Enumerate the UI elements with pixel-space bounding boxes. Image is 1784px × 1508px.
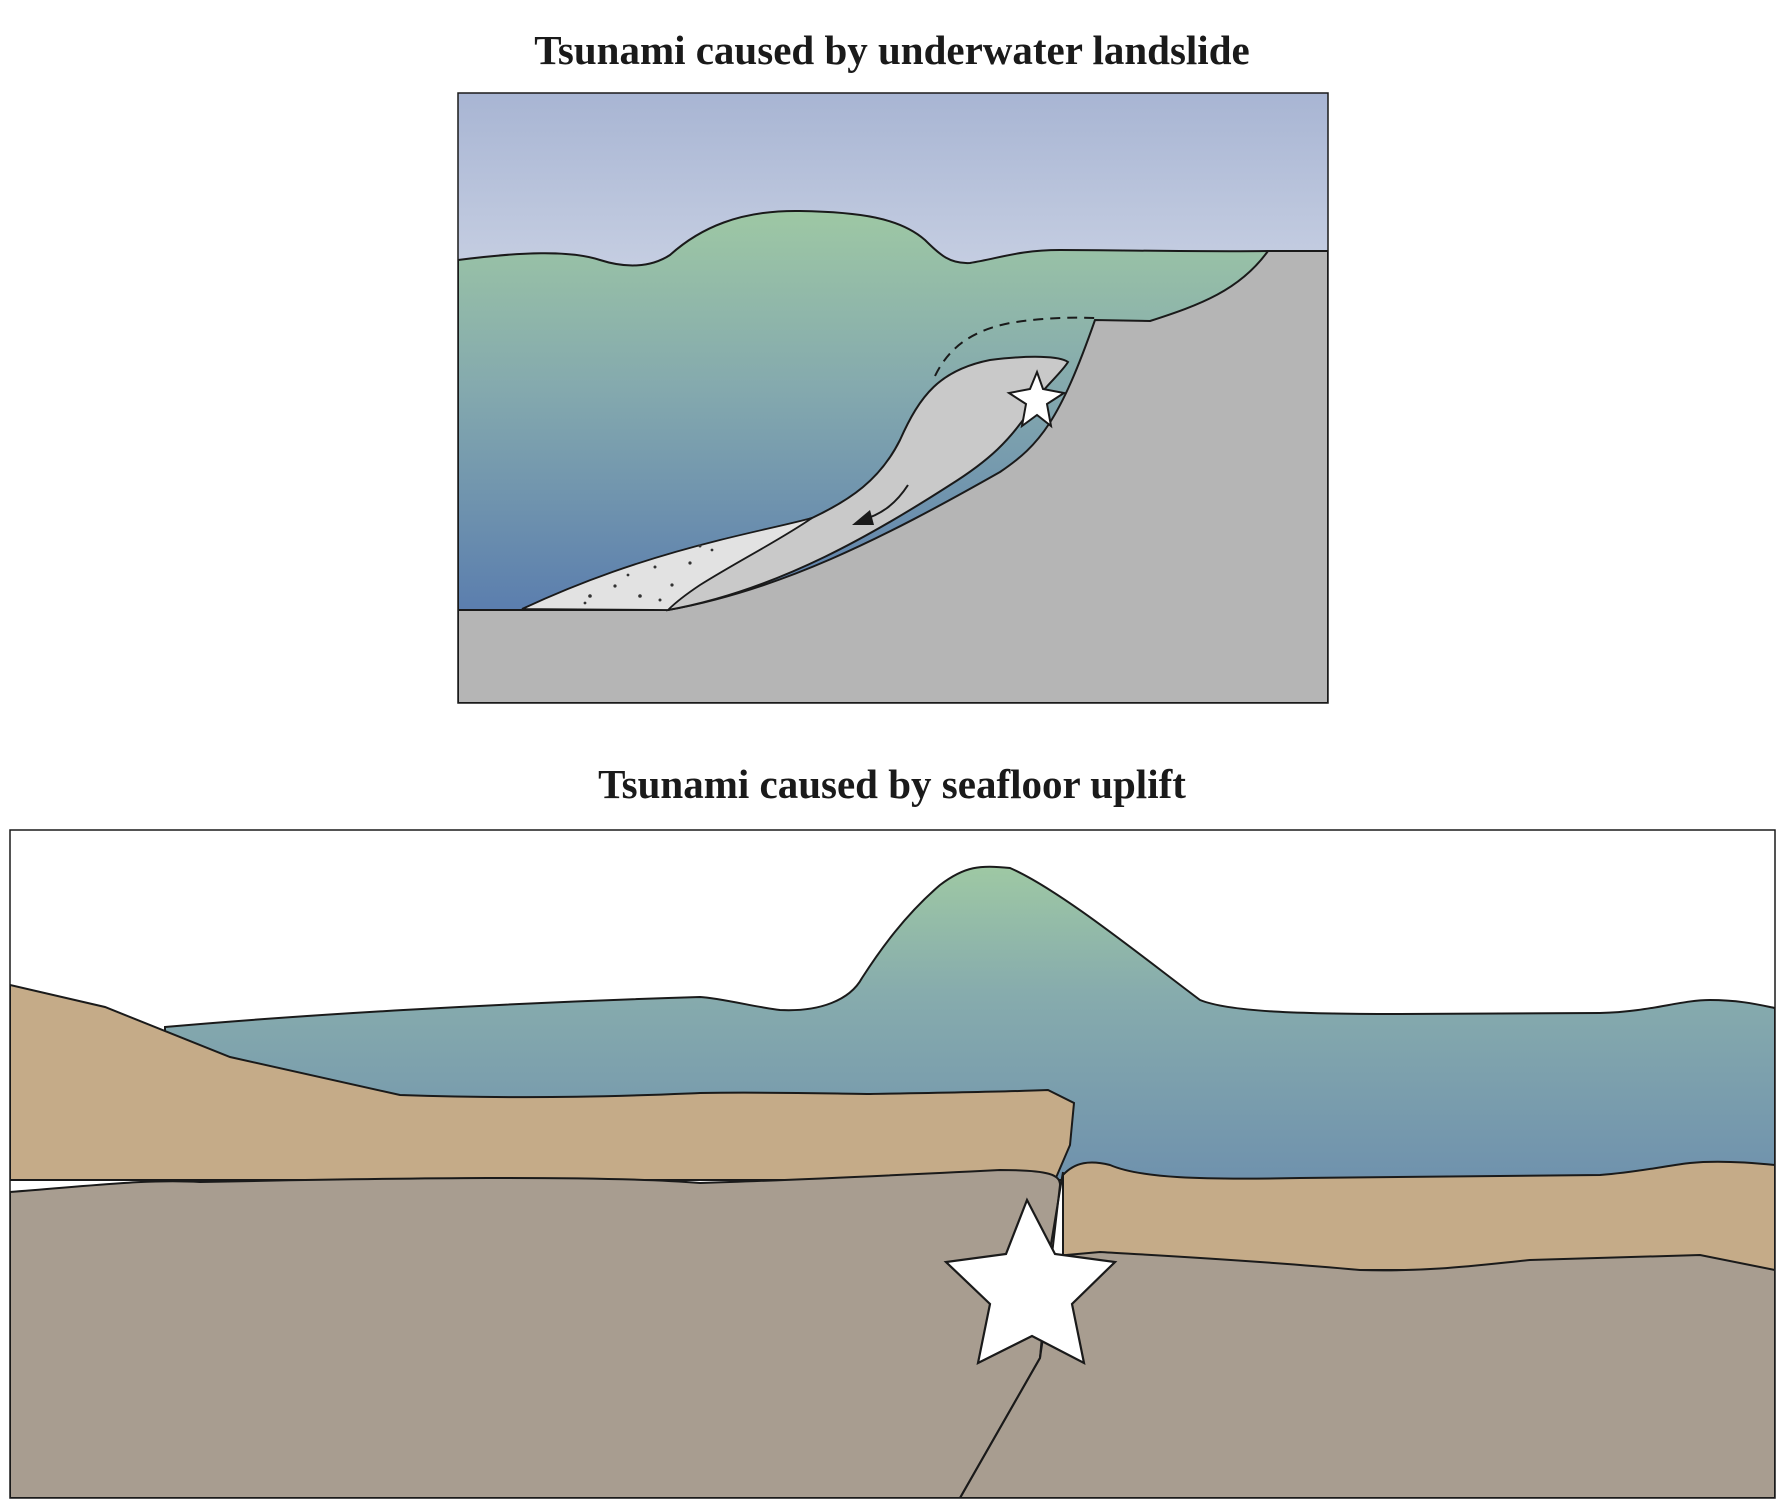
sediment-layer-left	[10, 983, 1076, 1181]
sediment-layer-right	[1062, 1160, 1775, 1271]
crust-block-left	[10, 1168, 1062, 1498]
original-slope-outline-dashed	[934, 316, 1096, 377]
earthquake-star-icon	[1006, 369, 1067, 429]
earthquake-star-icon	[943, 1197, 1118, 1366]
landslide-panel-title: Tsunami caused by underwater landslide	[534, 27, 1250, 73]
crust-block-right	[958, 1250, 1775, 1498]
landslide-debris-deposit	[521, 517, 813, 611]
uplift-panel	[10, 830, 1775, 1498]
debris-speckles	[583, 544, 714, 605]
slide-direction-arrowhead	[852, 510, 874, 525]
uplift-panel-frame	[9, 829, 1776, 1499]
bedrock-slope	[458, 250, 1328, 703]
landslide-panel	[458, 93, 1328, 703]
uplift-panel-title: Tsunami caused by seafloor uplift	[598, 761, 1186, 807]
landslide-panel-frame	[457, 92, 1329, 704]
